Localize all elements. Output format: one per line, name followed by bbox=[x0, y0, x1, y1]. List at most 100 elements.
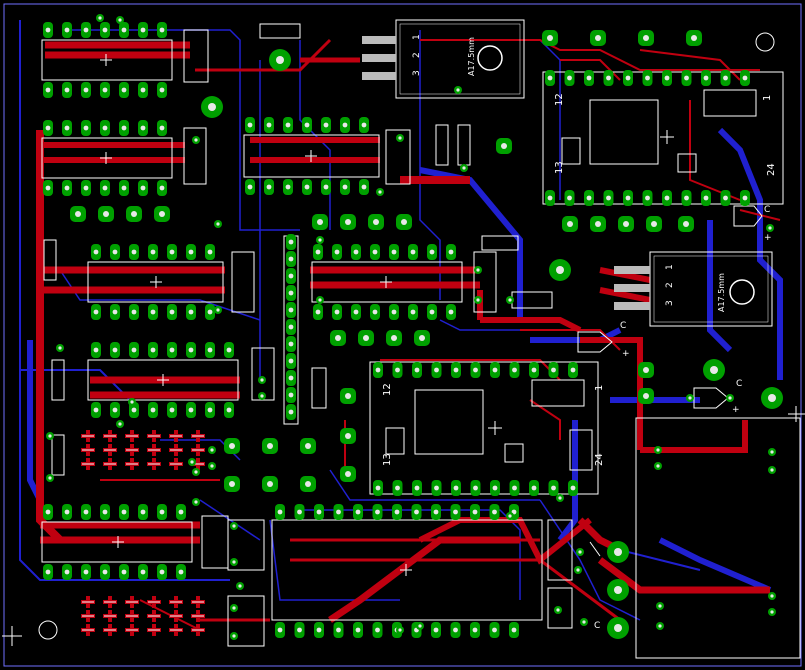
pin-pad bbox=[392, 362, 403, 378]
header-pad bbox=[286, 336, 296, 352]
pin-pad bbox=[392, 504, 402, 520]
mod1-pin24-label: 24 bbox=[766, 163, 777, 176]
pin-pad bbox=[509, 480, 520, 496]
mod2-pin24-label: 24 bbox=[594, 453, 605, 466]
pin-pad bbox=[431, 480, 442, 496]
smd-pad bbox=[169, 458, 183, 470]
pin-pad bbox=[283, 117, 293, 133]
pin-pad bbox=[509, 362, 520, 378]
pin-pad bbox=[662, 190, 672, 206]
via bbox=[46, 474, 54, 482]
display-module-1[interactable]: 12 1 13 24 bbox=[542, 71, 784, 205]
square-pad bbox=[340, 388, 356, 404]
smd-pad bbox=[81, 444, 95, 456]
via bbox=[656, 622, 664, 630]
pin-pad bbox=[138, 564, 148, 580]
mounting-hole-top-right bbox=[755, 32, 775, 52]
dip-chip-2[interactable] bbox=[41, 137, 173, 179]
reg1-size-label: A17.5mm bbox=[467, 37, 476, 76]
mounting-hole-bottom-left bbox=[38, 620, 58, 640]
pin-pad bbox=[81, 564, 91, 580]
via bbox=[396, 626, 404, 634]
square-pad bbox=[358, 330, 374, 346]
smd-pad bbox=[125, 624, 139, 636]
pin-pad bbox=[138, 120, 148, 136]
reg1-pin1-label: 1 bbox=[412, 34, 422, 40]
smd-pad bbox=[103, 444, 117, 456]
smd-pad bbox=[147, 610, 161, 622]
pin-pad bbox=[43, 82, 53, 98]
square-pad bbox=[590, 216, 606, 232]
square-pad bbox=[562, 216, 578, 232]
pin-pad bbox=[450, 622, 461, 638]
pin-pad bbox=[81, 180, 91, 196]
square-pad bbox=[686, 30, 702, 46]
dip-chip-6[interactable] bbox=[87, 359, 239, 401]
pin-pad bbox=[740, 190, 750, 206]
pin-pad bbox=[490, 480, 500, 496]
dip-chip-3[interactable] bbox=[243, 134, 380, 178]
via bbox=[556, 494, 564, 502]
dip-chip-8[interactable] bbox=[271, 519, 543, 621]
pin-pad bbox=[43, 22, 53, 38]
pin-pad bbox=[392, 480, 403, 496]
reg1-pin2-label: 2 bbox=[412, 52, 422, 58]
via bbox=[258, 376, 266, 384]
pin-pad bbox=[264, 179, 274, 195]
square-pad bbox=[496, 138, 512, 154]
pin-pad bbox=[119, 22, 129, 38]
board-outline bbox=[3, 3, 802, 667]
pin-pad bbox=[372, 622, 383, 638]
dip-chip-5[interactable] bbox=[311, 261, 463, 303]
pin-pad bbox=[490, 362, 500, 378]
pin-pad bbox=[470, 504, 480, 520]
via bbox=[208, 446, 216, 454]
square-pad bbox=[414, 330, 430, 346]
dip-chip-1[interactable] bbox=[41, 39, 173, 81]
display-module-2[interactable]: 12 1 13 24 bbox=[369, 361, 605, 495]
cap-c3-label: C bbox=[764, 205, 770, 215]
pin-pad bbox=[157, 564, 167, 580]
via bbox=[230, 558, 238, 566]
pin-pad bbox=[509, 622, 519, 638]
pin-pad bbox=[431, 362, 442, 378]
dip-chip-7[interactable] bbox=[41, 521, 193, 563]
cap-c1-label: C bbox=[620, 321, 626, 331]
square-pad bbox=[98, 206, 114, 222]
square-pad bbox=[224, 476, 240, 492]
origin-marker bbox=[2, 406, 805, 646]
pin-pad bbox=[43, 180, 53, 196]
pin-pad bbox=[314, 622, 324, 638]
square-pad bbox=[70, 206, 86, 222]
pin-pad bbox=[205, 402, 215, 418]
voltage-regulator-2[interactable]: 1 2 3 A17.5mm bbox=[614, 251, 773, 327]
pin-pad bbox=[603, 190, 614, 206]
via bbox=[192, 498, 200, 506]
pin-pad bbox=[314, 504, 324, 520]
pin-pad bbox=[351, 244, 361, 260]
reg2-pin3-label: 3 bbox=[665, 300, 675, 306]
pin-pad bbox=[119, 564, 129, 580]
pin-pad bbox=[138, 82, 148, 98]
pin-pad bbox=[91, 304, 101, 320]
pin-pad bbox=[205, 342, 215, 358]
square-pad bbox=[396, 214, 412, 230]
smd-pad bbox=[103, 458, 117, 470]
pin-pad bbox=[623, 70, 633, 86]
pin-pad bbox=[701, 190, 711, 206]
pin-pad bbox=[100, 120, 110, 136]
mod2-pin12-label: 12 bbox=[382, 383, 393, 396]
pin-pad bbox=[157, 82, 167, 98]
pin-pad bbox=[373, 480, 383, 496]
via bbox=[474, 266, 482, 274]
voltage-regulator-1[interactable]: 1 2 3 A17.5mm bbox=[362, 19, 525, 99]
pin-pad bbox=[186, 342, 196, 358]
pin-pad bbox=[157, 180, 167, 196]
pin-pad bbox=[129, 342, 139, 358]
header-pad bbox=[286, 285, 296, 301]
pin-pad bbox=[62, 22, 72, 38]
dip-chip-4[interactable] bbox=[87, 261, 224, 303]
pin-pad bbox=[340, 117, 350, 133]
pin-pad bbox=[603, 70, 614, 86]
